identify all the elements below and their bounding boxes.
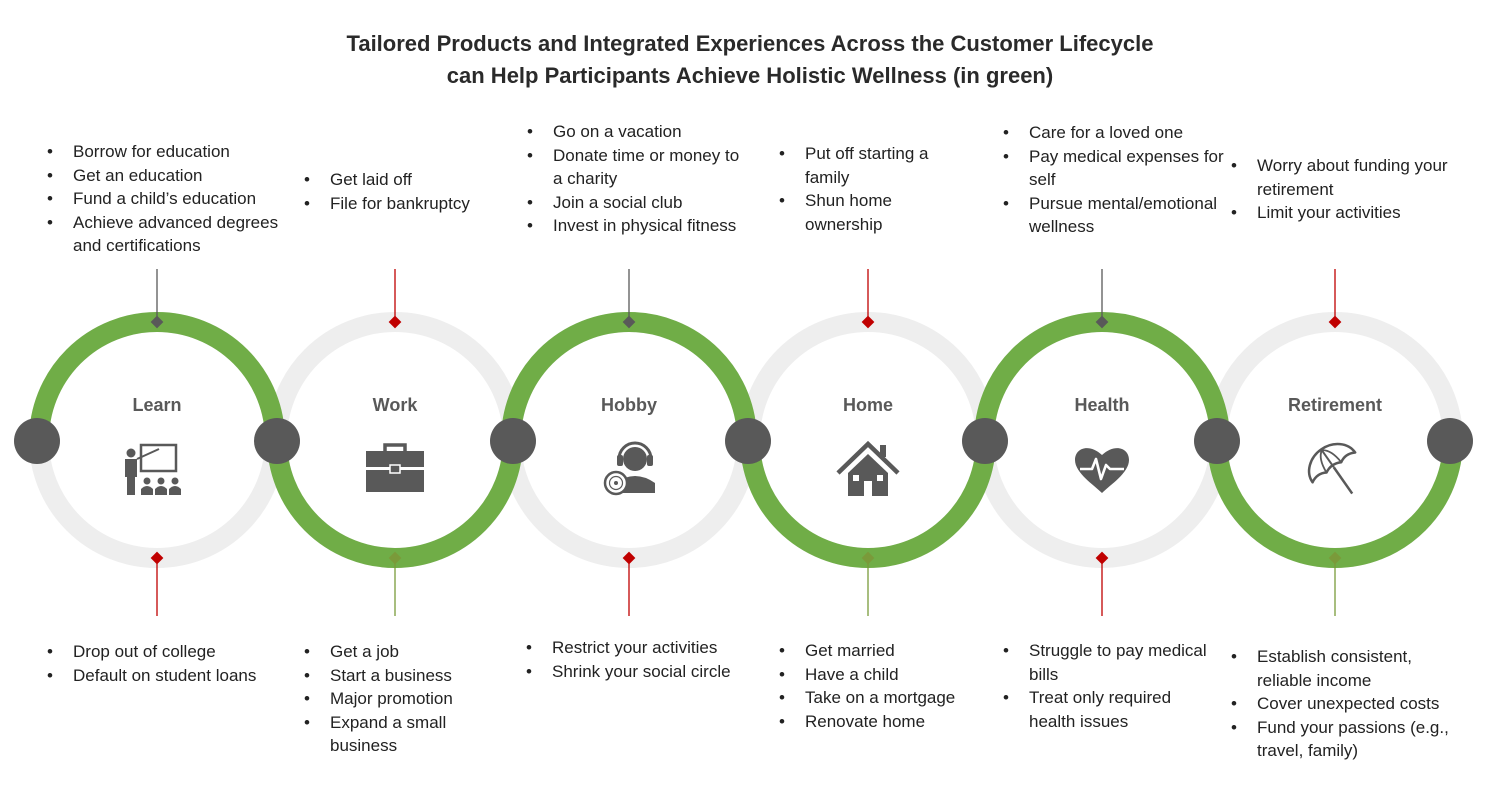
title-line-2: can Help Participants Achieve Holistic W… [446, 63, 1054, 88]
list-item: Shrink your social circle [524, 660, 749, 684]
green-arc-retirement [1207, 439, 1463, 568]
teacher-classroom-icon [125, 443, 181, 495]
connector-node-2 [254, 418, 300, 464]
top-list-work: Get laid offFile for bankruptcy [302, 168, 502, 215]
list-item: Drop out of college [45, 640, 285, 664]
stage-label-work: Work [373, 395, 419, 415]
top-list-learn: Borrow for educationGet an educationFund… [45, 140, 285, 258]
list-item: Take on a mortgage [777, 686, 987, 710]
list-item: Renovate home [777, 710, 987, 734]
list-item: Care for a loved one [1001, 121, 1226, 145]
list-item: Go on a vacation [525, 120, 750, 144]
list-item: Invest in physical fitness [525, 214, 750, 238]
list-item: Default on student loans [45, 664, 285, 688]
bottom-list-retirement: Establish consistent, reliable incomeCov… [1229, 645, 1454, 763]
bottom-list-hobby: Restrict your activitiesShrink your soci… [524, 636, 749, 683]
connector-node-1 [14, 418, 60, 464]
list-item: Donate time or money to a charity [525, 144, 750, 191]
list-item: Treat only required health issues [1001, 686, 1211, 733]
list-item: Expand a small business [302, 711, 502, 758]
list-item: Struggle to pay medical bills [1001, 639, 1211, 686]
list-item: Get an education [45, 164, 285, 188]
list-item: Borrow for education [45, 140, 285, 164]
connector-node-3 [490, 418, 536, 464]
connector-node-6 [1194, 418, 1240, 464]
list-item: Restrict your activities [524, 636, 749, 660]
list-item: Worry about funding your retirement [1229, 154, 1454, 201]
list-item: Pursue mental/emotional wellness [1001, 192, 1226, 239]
bottom-list-home: Get marriedHave a childTake on a mortgag… [777, 639, 987, 733]
bottom-list-work: Get a jobStart a businessMajor promotion… [302, 640, 502, 758]
list-item: Join a social club [525, 191, 750, 215]
connector-node-5 [962, 418, 1008, 464]
list-item: Fund a child’s education [45, 187, 285, 211]
list-item: Get married [777, 639, 987, 663]
diamond-marker-top-work [388, 315, 402, 329]
green-arc-learn [29, 312, 285, 441]
list-item: Pay medical expenses for self [1001, 145, 1226, 192]
top-list-hobby: Go on a vacationDonate time or money to … [525, 120, 750, 238]
briefcase-icon [366, 443, 424, 492]
green-arc-health [974, 312, 1230, 441]
diamond-marker-top-learn [150, 315, 164, 329]
top-list-retirement: Worry about funding your retirementLimit… [1229, 154, 1454, 225]
stage-label-home: Home [843, 395, 893, 415]
umbrella-icon [1307, 442, 1357, 495]
list-item: Establish consistent, reliable income [1229, 645, 1454, 692]
list-item: Major promotion [302, 687, 502, 711]
list-item: Get laid off [302, 168, 502, 192]
list-item: Achieve advanced degrees and certificati… [45, 211, 285, 258]
house-icon [836, 440, 900, 496]
diagram-title: Tailored Products and Integrated Experie… [0, 28, 1500, 92]
list-item: Fund your passions (e.g., travel, family… [1229, 716, 1454, 763]
green-arc-hobby [501, 312, 757, 441]
stage-label-hobby: Hobby [601, 395, 657, 415]
list-item: Have a child [777, 663, 987, 687]
bottom-list-health: Struggle to pay medical billsTreat only … [1001, 639, 1211, 733]
list-item: Shun home ownership [777, 189, 947, 236]
headphones-record-icon [603, 441, 655, 496]
heart-pulse-icon [1075, 448, 1129, 493]
list-item: Limit your activities [1229, 201, 1454, 225]
stage-label-learn: Learn [132, 395, 181, 415]
connector-node-4 [725, 418, 771, 464]
stage-label-retirement: Retirement [1288, 395, 1382, 415]
connector-node-7 [1427, 418, 1473, 464]
title-line-1: Tailored Products and Integrated Experie… [346, 31, 1154, 56]
list-item: File for bankruptcy [302, 192, 502, 216]
top-list-health: Care for a loved onePay medical expenses… [1001, 121, 1226, 239]
bottom-list-learn: Drop out of collegeDefault on student lo… [45, 640, 285, 687]
top-list-home: Put off starting a familyShun home owner… [777, 142, 947, 236]
stage-label-health: Health [1074, 395, 1129, 415]
list-item: Cover unexpected costs [1229, 692, 1454, 716]
list-item: Put off starting a family [777, 142, 947, 189]
list-item: Start a business [302, 664, 502, 688]
list-item: Get a job [302, 640, 502, 664]
